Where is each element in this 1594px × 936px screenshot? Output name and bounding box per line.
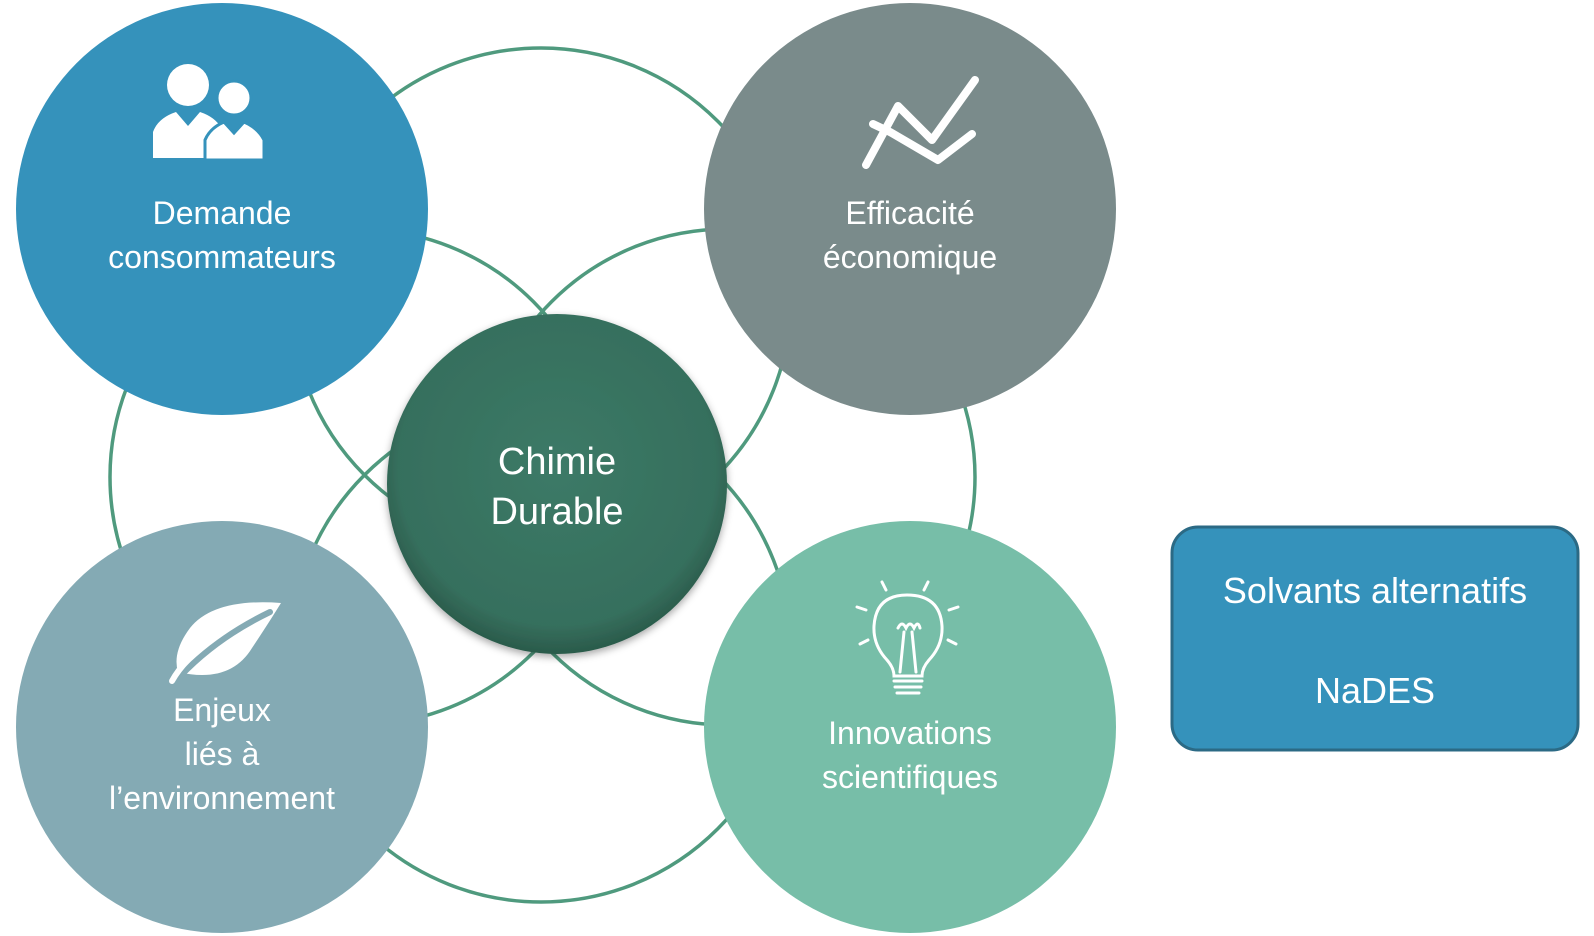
side-box-line2: NaDES xyxy=(1315,670,1435,711)
environment-label-line3: l’environnement xyxy=(109,780,335,816)
innovation-label-line1: Innovations xyxy=(828,715,992,751)
node-environment: Enjeux liés à l’environnement xyxy=(16,521,428,933)
side-box-solvants: Solvants alternatifs NaDES xyxy=(1170,525,1580,752)
economic-label-line2: économique xyxy=(823,239,997,275)
side-box-line1: Solvants alternatifs xyxy=(1223,570,1527,611)
node-economic-circle xyxy=(704,3,1116,415)
economic-label-line1: Efficacité xyxy=(845,195,974,231)
environment-label-line2: liés à xyxy=(185,736,260,772)
center-circle xyxy=(387,314,727,654)
node-scientific-innovation: Innovations scientifiques xyxy=(704,521,1116,933)
center-label-line2: Durable xyxy=(490,491,623,533)
side-box-rect xyxy=(1170,525,1580,752)
node-innovation-circle xyxy=(704,521,1116,933)
node-economic-efficiency: Efficacité économique xyxy=(704,3,1116,415)
leaf-icon xyxy=(169,602,281,686)
node-consumer-demand: Demande consommateurs xyxy=(16,3,428,415)
lightbulb-icon xyxy=(855,580,960,695)
center-label-line1: Chimie xyxy=(498,441,616,483)
node-center-chimie-durable: Chimie Durable xyxy=(387,314,727,654)
consumer-label-line1: Demande xyxy=(153,195,292,231)
users-icon xyxy=(153,64,266,162)
innovation-label-line2: scientifiques xyxy=(822,759,998,795)
trend-icon xyxy=(862,76,979,169)
environment-label-line1: Enjeux xyxy=(173,692,271,728)
consumer-label-line2: consommateurs xyxy=(108,239,336,275)
node-environment-circle xyxy=(16,521,428,933)
node-consumer-circle xyxy=(16,3,428,415)
